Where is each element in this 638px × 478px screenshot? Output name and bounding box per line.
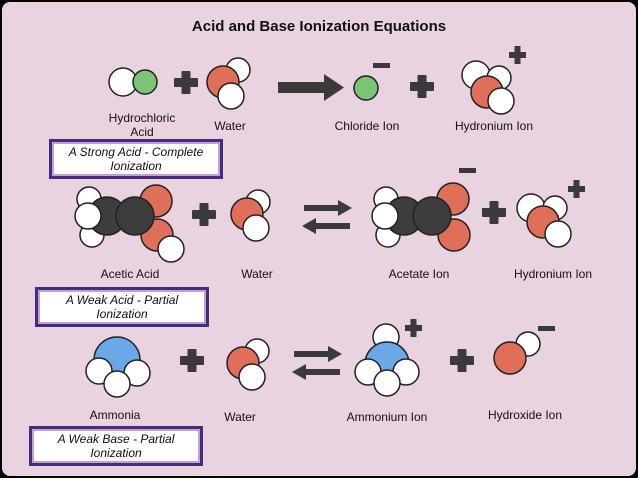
chloride-ion-label: Chloride Ion (334, 119, 400, 133)
ammonia-label: Ammonia (89, 408, 141, 422)
acetate-ion-molecule (371, 182, 471, 252)
acetic-acid-molecule (74, 184, 185, 263)
minus-icon (538, 326, 555, 331)
water-label: Water (241, 267, 273, 281)
hydrochloric-acid-label: Hydrochloric Acid (102, 111, 182, 139)
water-molecule (226, 338, 270, 391)
strong-acid-box: A Strong Acid - Complete Ionization (49, 139, 223, 179)
ammonium-ion-label: Ammonium Ion (346, 410, 428, 424)
plus-icon (410, 75, 434, 98)
hydronium-ion-molecule (461, 60, 515, 115)
chloride-ion-molecule (353, 75, 379, 101)
hydroxide-ion-molecule (493, 331, 541, 375)
water-label: Water (224, 410, 256, 424)
right-arrow-icon (278, 74, 344, 101)
water-molecule (230, 189, 271, 242)
hydronium-ion-label: Hydronium Ion (454, 119, 534, 133)
strong-acid-box-text: A Strong Acid - Complete Ionization (68, 145, 204, 173)
ammonia-molecule (85, 336, 151, 398)
minus-icon (459, 168, 476, 173)
minus-icon (373, 63, 390, 68)
hydrochloric-acid-molecule (108, 67, 158, 97)
equilibrium-arrows-icon (292, 346, 342, 380)
hydroxide-ion-label: Hydroxide Ion (487, 408, 563, 422)
plus-icon (482, 201, 506, 224)
weak-base-box: A Weak Base - Partial Ionization (29, 426, 203, 466)
plus-icon (180, 349, 204, 372)
ammonium-ion-molecule (354, 323, 420, 397)
plus-charge-icon (568, 180, 585, 198)
plus-icon (174, 71, 198, 94)
plus-charge-icon (405, 319, 422, 337)
plus-icon (450, 349, 474, 372)
acetate-ion-label: Acetate Ion (388, 267, 450, 281)
weak-acid-box: A Weak Acid - Partial Ionization (35, 287, 209, 327)
weak-acid-box-text: A Weak Acid - Partial Ionization (65, 293, 179, 321)
water-label: Water (214, 119, 246, 133)
hydronium-ion-label: Hydronium Ion (513, 267, 593, 281)
plus-charge-icon (509, 46, 526, 64)
plus-icon (192, 203, 216, 226)
weak-base-box-text: A Weak Base - Partial Ionization (57, 432, 175, 460)
hydronium-ion-molecule (516, 193, 572, 248)
water-molecule (206, 57, 251, 110)
page-title: Acid and Base Ionization Equations (191, 18, 447, 35)
hydrochloric-acid-label-line1: Hydrochloric (108, 111, 176, 125)
equilibrium-arrows-icon (302, 200, 352, 234)
acetic-acid-label: Acetic Acid (100, 267, 160, 281)
hydrochloric-acid-label-line2: Acid (130, 125, 154, 139)
